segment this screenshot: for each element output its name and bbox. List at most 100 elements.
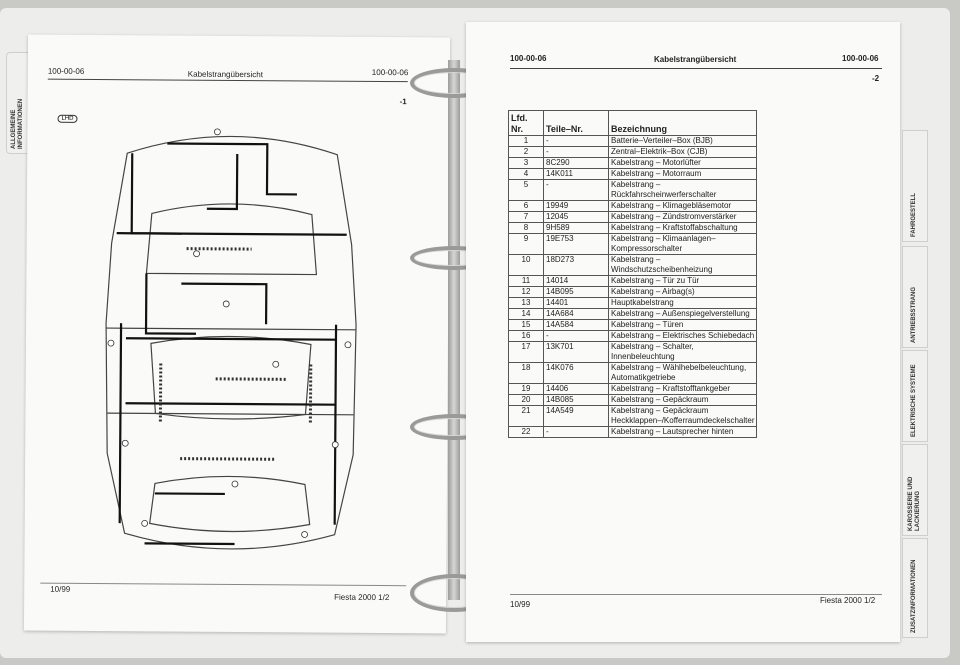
section-tab-general[interactable]: ALLGEMEINE INFORMATIONEN	[6, 52, 30, 154]
row-number-cell: 2	[508, 146, 544, 158]
table-row: 2-Zentral–Elektrik–Box (CJB)	[508, 146, 758, 158]
description-cell: Kabelstrang – Türen	[607, 319, 758, 331]
table-row: 1-Batterie–Verteiler–Box (BJB)	[508, 135, 758, 147]
description-cell: Kabelstrang – Motorlüfter	[607, 157, 758, 169]
description-cell: Kabelstrang – Klimaanlagen–Kompressorsch…	[607, 233, 758, 255]
footer-model: Fiesta 2000 1/2	[820, 596, 876, 605]
row-number-cell: 10	[508, 254, 544, 276]
description-cell: Kabelstrang – Motorraum	[607, 168, 758, 180]
description-cell: Kabelstrang – Elektrisches Schiebedach	[607, 330, 758, 342]
header-title: Kabelstrangübersicht	[187, 69, 263, 80]
section-tab-body[interactable]: KAROSSERIE UND LACKIERUNG	[902, 444, 928, 536]
part-number-cell: 19949	[543, 200, 609, 212]
row-number-cell: 6	[508, 200, 544, 212]
header-rule	[510, 68, 882, 69]
part-number-cell: 9H589	[543, 222, 609, 234]
section-tab-label: ANTRIEBSSTRANG	[911, 286, 917, 343]
header-page-number-right: 100-00-06	[842, 54, 879, 63]
row-number-cell: 4	[508, 168, 544, 180]
row-number-cell: 11	[508, 275, 544, 287]
part-number-cell: 14K076	[543, 362, 609, 384]
part-number-cell: 14A584	[543, 319, 609, 331]
description-cell: Batterie–Verteiler–Box (BJB)	[607, 135, 758, 147]
header-page-number-right: 100-00-06	[371, 67, 409, 78]
row-number-cell: 15	[508, 319, 544, 331]
part-number-cell: 19E753	[543, 233, 609, 255]
header-title: Kabelstrangübersicht	[654, 55, 737, 64]
description-cell: Kabelstrang – Gepäckraum Heckklappen–/Ko…	[607, 405, 758, 427]
section-tab-label: ELEKTRISCHE SYSTEME	[911, 364, 917, 437]
description-cell: Kabelstrang – Gepäckraum	[607, 394, 758, 406]
header-rule	[47, 78, 408, 83]
part-number-cell: 14B085	[543, 394, 609, 406]
lhd-badge: LHD	[57, 114, 78, 123]
section-tab-electrical[interactable]: ELEKTRISCHE SYSTEME	[902, 350, 928, 442]
description-cell: Kabelstrang – Zündstromverstärker	[607, 211, 758, 223]
description-cell: Kabelstrang – Rückfahrscheinwerferschalt…	[607, 179, 758, 201]
section-tab-powertrain[interactable]: ANTRIEBSSTRANG	[902, 246, 928, 348]
section-tab-additional[interactable]: ZUSATZINFORMATIONEN	[902, 538, 928, 638]
row-number-cell: 19	[508, 383, 544, 395]
footer-rule	[40, 582, 407, 587]
wiring-harness-diagram	[105, 128, 357, 550]
row-number-cell: 7	[508, 211, 544, 223]
table-row: 22-Kabelstrang – Lautsprecher hinten	[508, 426, 758, 438]
row-number-cell: 21	[508, 405, 544, 427]
footer-rule	[510, 594, 882, 595]
parts-table-body: 1-Batterie–Verteiler–Box (BJB)2-Zentral–…	[508, 135, 758, 438]
part-number-cell: 14401	[543, 297, 609, 309]
part-number-cell: 13K701	[543, 341, 609, 363]
car-body-outline	[105, 135, 357, 550]
page-marker: -1	[399, 97, 407, 107]
page-marker: -2	[872, 74, 880, 83]
row-number-cell: 18	[508, 362, 544, 384]
part-number-cell: 14A684	[543, 308, 609, 320]
row-number-cell: 20	[508, 394, 544, 406]
description-cell: Kabelstrang – Windschutzscheibenheizung	[607, 254, 758, 276]
part-number-cell: -	[543, 146, 609, 158]
parts-table: Lfd. Nr. Teile–Nr. Bezeichnung 1-Batteri…	[508, 110, 758, 438]
part-number-cell: -	[543, 135, 609, 147]
part-number-cell: 14B095	[543, 286, 609, 298]
part-number-cell: -	[543, 179, 609, 201]
section-tab-chassis[interactable]: FAHRGESTELL	[902, 130, 928, 242]
table-row: 5-Kabelstrang – Rückfahrscheinwerferscha…	[508, 179, 758, 201]
section-tab-label: ALLGEMEINE INFORMATIONEN	[11, 98, 24, 149]
description-cell: Hauptkabelstrang	[607, 297, 758, 309]
section-tab-label: KAROSSERIE UND LACKIERUNG	[908, 476, 921, 531]
row-number-cell: 8	[508, 222, 544, 234]
left-page: 100-00-06 Kabelstrangübersicht 100-00-06…	[23, 34, 451, 634]
description-cell: Kabelstrang – Außenspiegelverstellung	[607, 308, 758, 320]
row-number-cell: 16	[508, 330, 544, 342]
row-number-cell: 5	[508, 179, 544, 201]
row-number-cell: 1	[508, 135, 544, 147]
connector-markers	[107, 128, 352, 538]
column-header-nr: Lfd. Nr.	[508, 110, 544, 136]
part-number-cell: 12045	[543, 211, 609, 223]
hatched-segments	[158, 247, 313, 461]
row-number-cell: 12	[508, 286, 544, 298]
description-cell: Kabelstrang – Lautsprecher hinten	[607, 426, 758, 438]
part-number-cell: 14K011	[543, 168, 609, 180]
header-page-number-left: 100-00-06	[47, 66, 85, 76]
part-number-cell: -	[543, 426, 609, 438]
part-number-cell: -	[543, 330, 609, 342]
row-number-cell: 13	[508, 297, 544, 309]
description-cell: Kabelstrang – Klimagebläsemotor	[607, 200, 758, 212]
table-header-row: Lfd. Nr. Teile–Nr. Bezeichnung	[508, 110, 758, 136]
binder-spine	[448, 60, 460, 600]
part-number-cell: 18D273	[543, 254, 609, 276]
part-number-cell: 14014	[543, 275, 609, 287]
